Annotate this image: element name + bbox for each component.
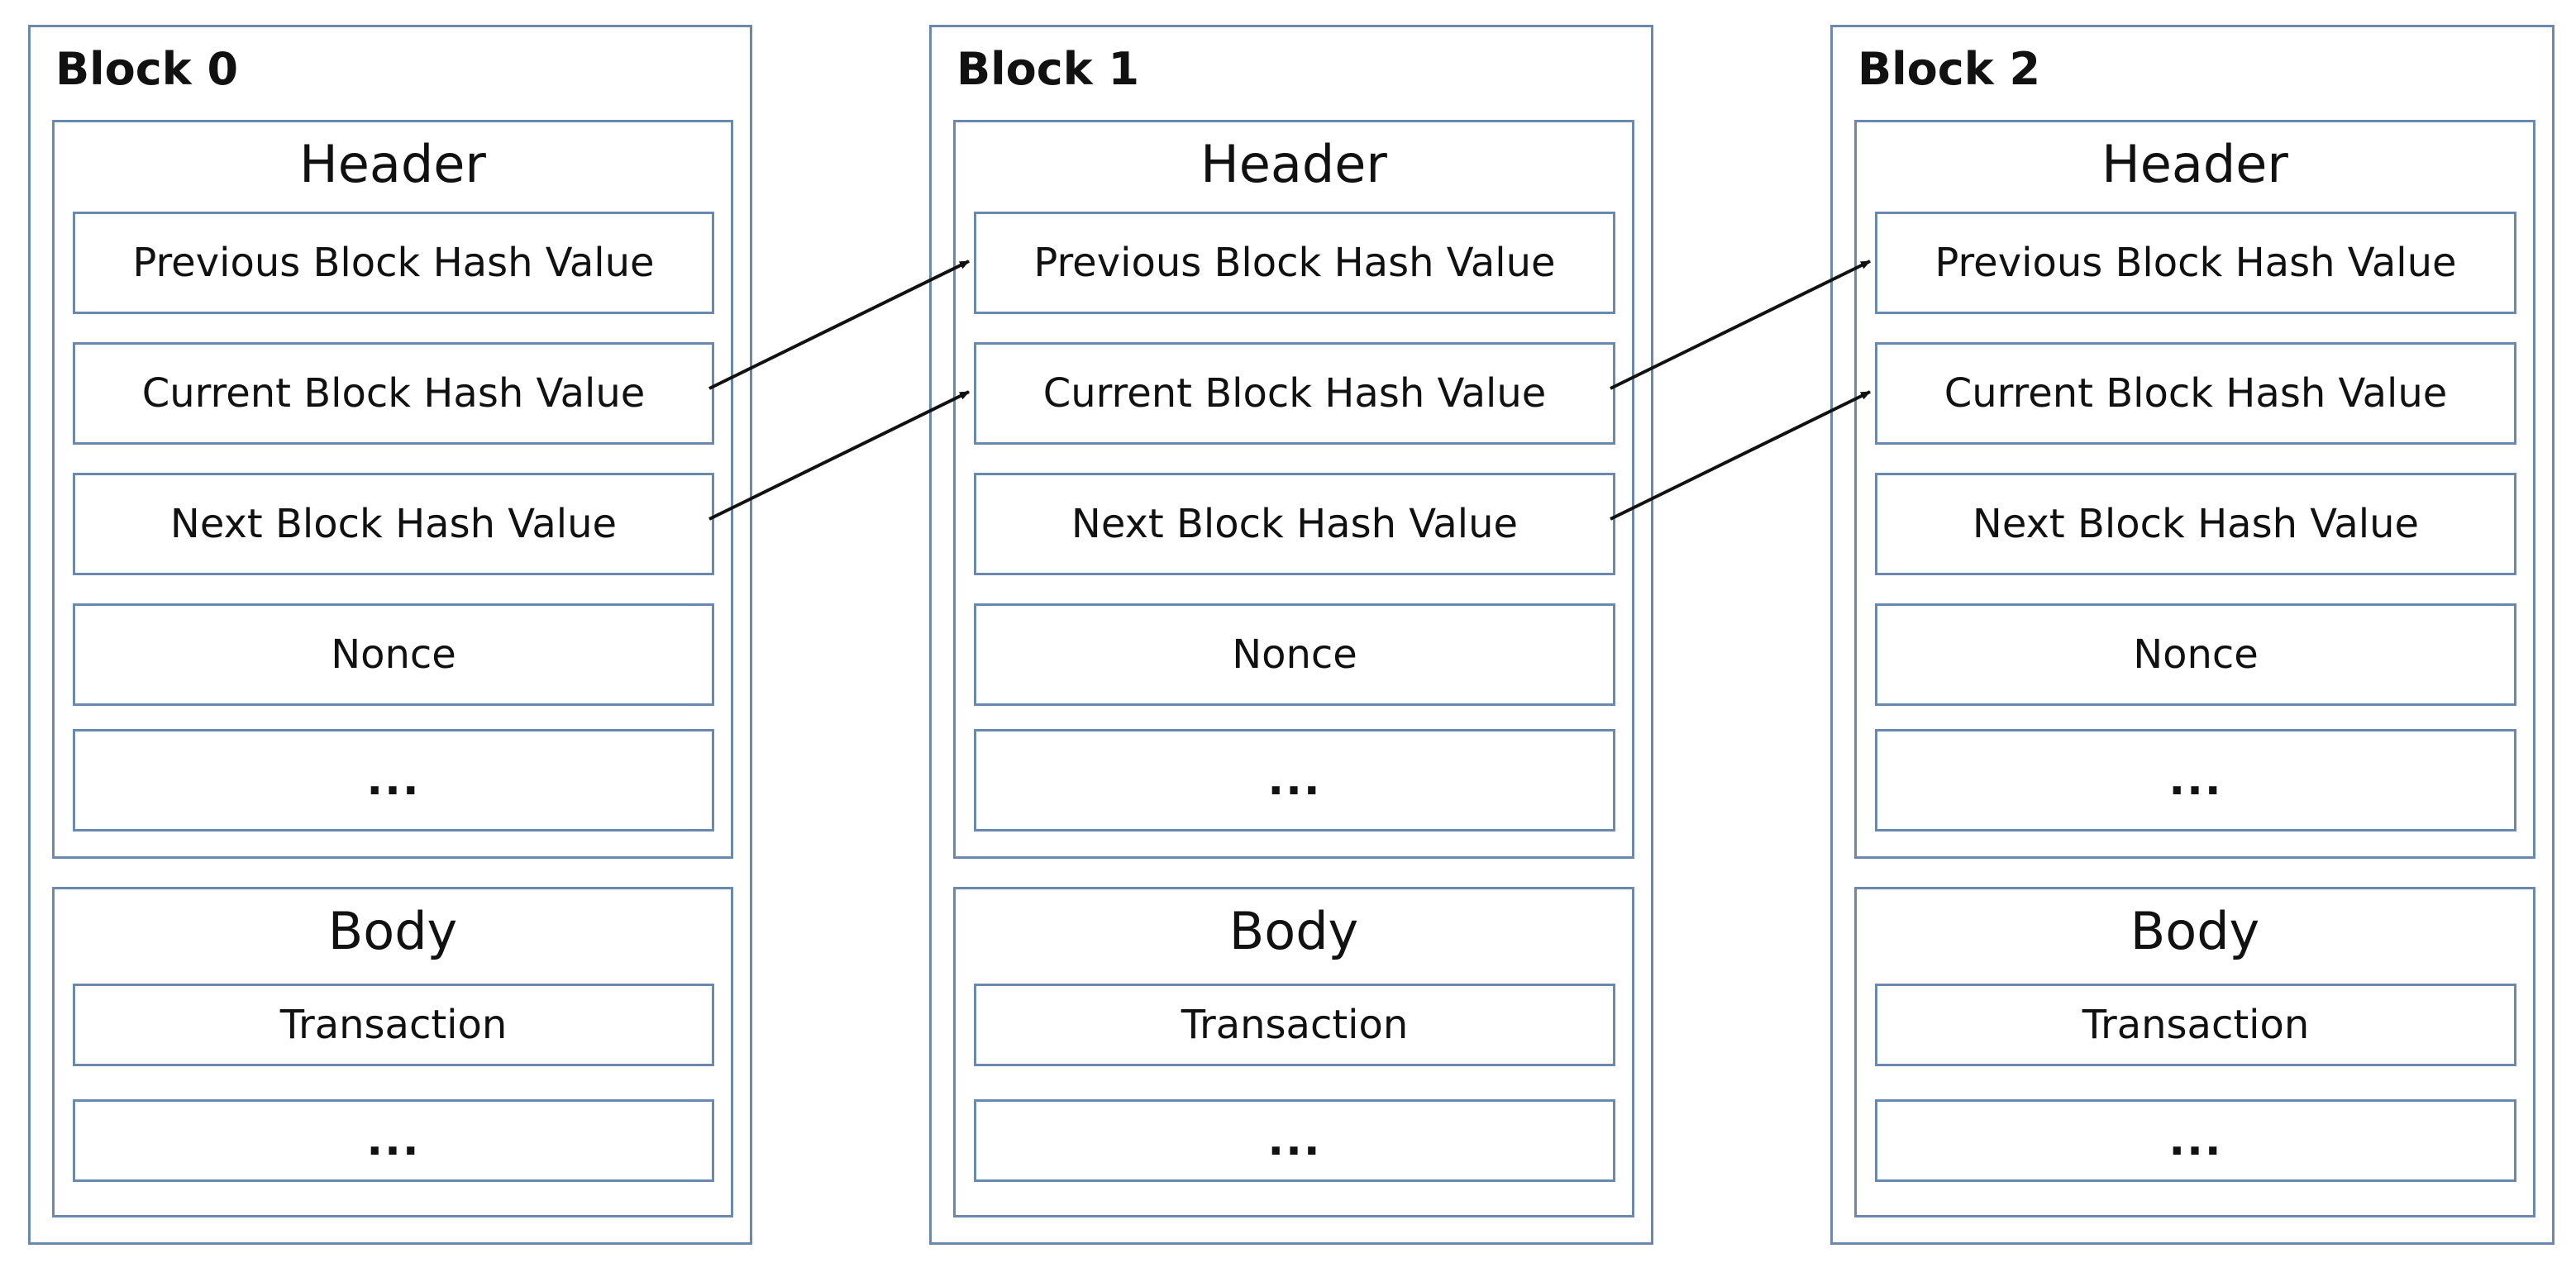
transaction-field: Transaction bbox=[1875, 984, 2516, 1066]
block-body: Body Transaction ... bbox=[1854, 887, 2535, 1217]
body-title: Body bbox=[327, 901, 458, 961]
block-0: Block 0 Header Previous Block Hash Value… bbox=[28, 25, 752, 1245]
next-block-hash-field: Next Block Hash Value bbox=[974, 473, 1615, 575]
transaction-field: Transaction bbox=[73, 984, 714, 1066]
header-title: Header bbox=[2101, 134, 2288, 194]
current-block-hash-field: Current Block Hash Value bbox=[974, 342, 1615, 445]
header-ellipsis-field: ... bbox=[1875, 729, 2516, 831]
block-body: Body Transaction ... bbox=[953, 887, 1634, 1217]
body-title: Body bbox=[2130, 901, 2260, 961]
header-title: Header bbox=[299, 134, 486, 194]
next-block-hash-field: Next Block Hash Value bbox=[1875, 473, 2516, 575]
block-title: Block 1 bbox=[956, 43, 1140, 95]
header-ellipsis-field: ... bbox=[974, 729, 1615, 831]
current-block-hash-field: Current Block Hash Value bbox=[1875, 342, 2516, 445]
current-block-hash-field: Current Block Hash Value bbox=[73, 342, 714, 445]
block-title: Block 0 bbox=[55, 43, 239, 95]
next-block-hash-field: Next Block Hash Value bbox=[73, 473, 714, 575]
body-ellipsis-field: ... bbox=[1875, 1099, 2516, 1182]
body-title: Body bbox=[1228, 901, 1359, 961]
block-header: Header Previous Block Hash Value Current… bbox=[1854, 120, 2535, 859]
nonce-field: Nonce bbox=[73, 603, 714, 706]
block-1: Block 1 Header Previous Block Hash Value… bbox=[929, 25, 1653, 1245]
block-body: Body Transaction ... bbox=[52, 887, 733, 1217]
header-ellipsis-field: ... bbox=[73, 729, 714, 831]
header-title: Header bbox=[1200, 134, 1387, 194]
block-header: Header Previous Block Hash Value Current… bbox=[52, 120, 733, 859]
previous-block-hash-field: Previous Block Hash Value bbox=[974, 212, 1615, 314]
transaction-field: Transaction bbox=[974, 984, 1615, 1066]
block-header: Header Previous Block Hash Value Current… bbox=[953, 120, 1634, 859]
nonce-field: Nonce bbox=[1875, 603, 2516, 706]
body-ellipsis-field: ... bbox=[974, 1099, 1615, 1182]
previous-block-hash-field: Previous Block Hash Value bbox=[73, 212, 714, 314]
nonce-field: Nonce bbox=[974, 603, 1615, 706]
body-ellipsis-field: ... bbox=[73, 1099, 714, 1182]
previous-block-hash-field: Previous Block Hash Value bbox=[1875, 212, 2516, 314]
block-title: Block 2 bbox=[1858, 43, 2041, 95]
block-2: Block 2 Header Previous Block Hash Value… bbox=[1830, 25, 2555, 1245]
